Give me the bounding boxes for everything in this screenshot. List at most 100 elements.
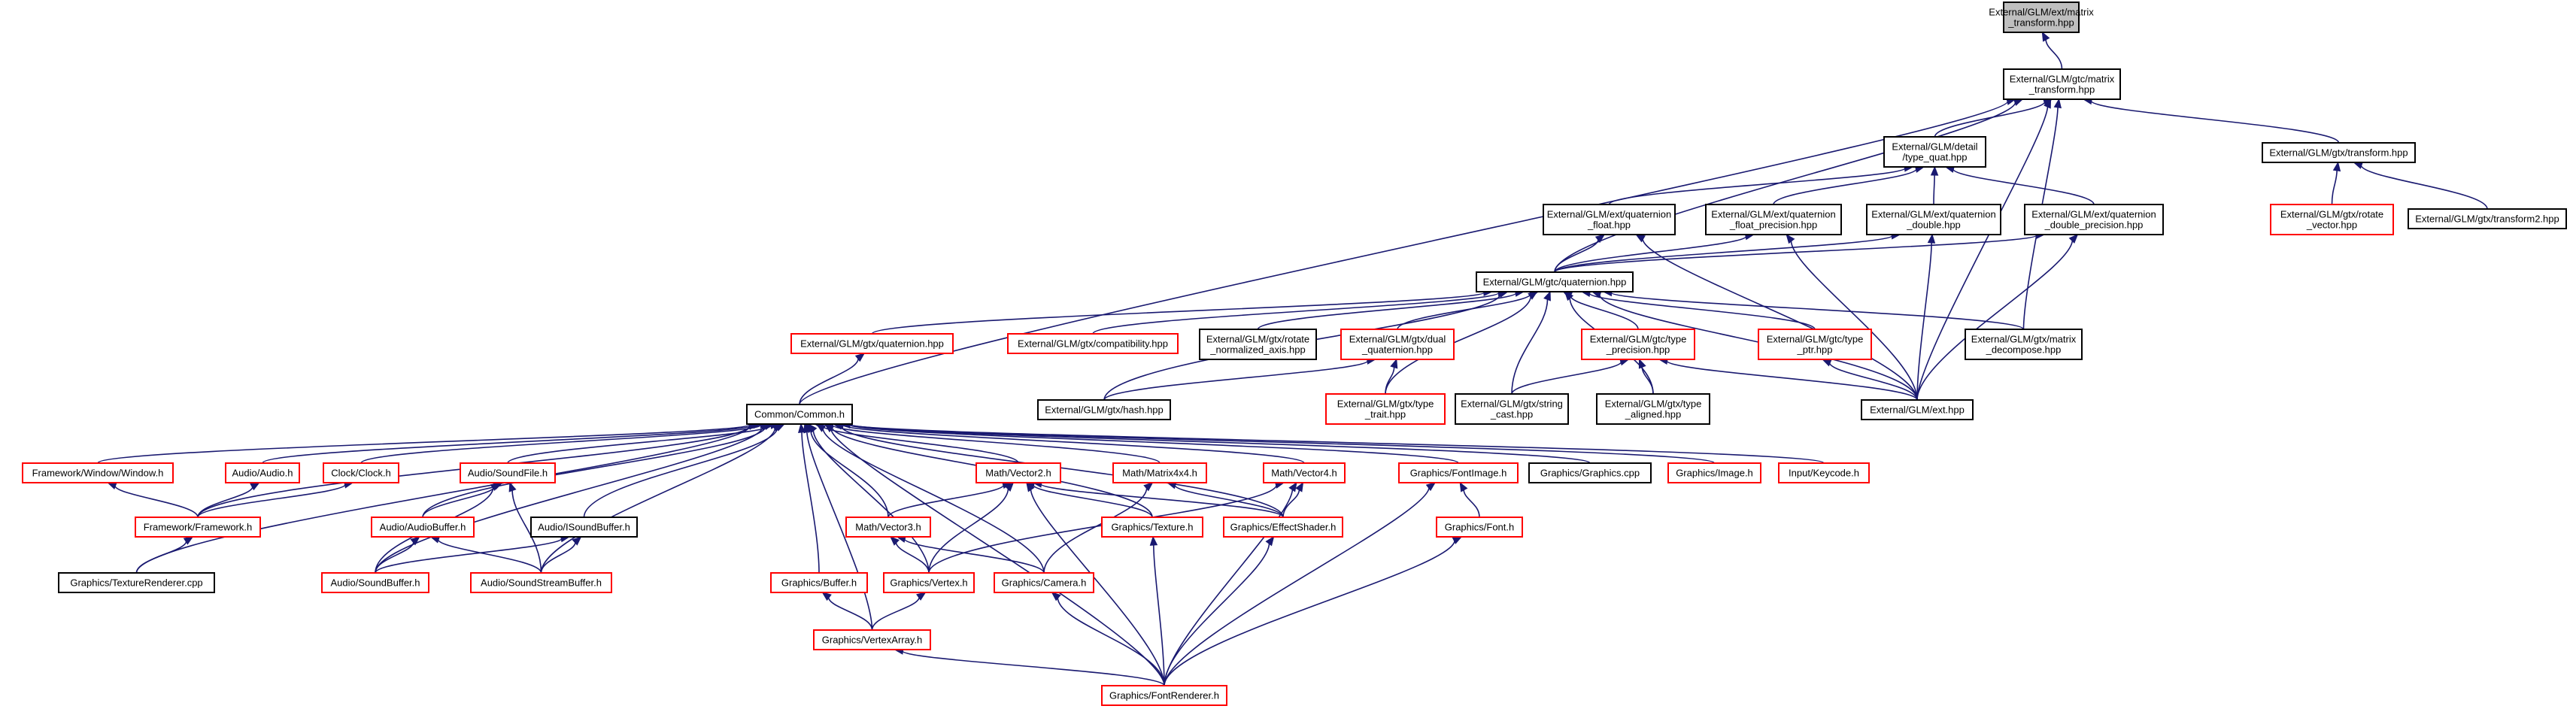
node-glm-gtc-matrix-transform[interactable]: External/GLM/gtc/matrix_transform.hpp xyxy=(2003,68,2121,100)
edge-line xyxy=(1164,540,1455,686)
node-box xyxy=(371,517,475,538)
edge-audio-soundstreambuffer-to-audio-soundfile xyxy=(508,481,542,574)
node-gfx-fontimage[interactable]: Graphics/FontImage.h xyxy=(1398,462,1519,483)
edge-line xyxy=(1385,295,1532,395)
node-label: Audio/SoundStreamBuffer.h xyxy=(481,577,602,589)
node-glm-detail-type-quat[interactable]: External/GLM/detail/type_quat.hpp xyxy=(1883,136,1986,168)
edge-line xyxy=(831,424,1161,464)
node-audio-soundstreambuffer[interactable]: Audio/SoundStreamBuffer.h xyxy=(470,572,612,593)
node-gfx-vertex[interactable]: Graphics/Vertex.h xyxy=(883,572,975,593)
edge-line xyxy=(1511,361,1622,395)
node-glm-gtx-transform[interactable]: External/GLM/gtx/transform.hpp xyxy=(2262,142,2416,163)
edge-arrowhead xyxy=(803,423,812,434)
node-label: External/GLM/gtx/rotate xyxy=(1206,334,1309,345)
node-label: _decompose.hpp xyxy=(1986,344,2062,356)
node-glm-gtx-dual-quaternion[interactable]: External/GLM/gtx/dual_quaternion.hpp xyxy=(1340,329,1455,360)
edge-arrowhead xyxy=(1594,234,1606,244)
node-gfx-fontrenderer[interactable]: Graphics/FontRenderer.h xyxy=(1101,685,1227,706)
node-math-matrix4x4[interactable]: Math/Matrix4x4.h xyxy=(1112,462,1207,483)
edge-line xyxy=(827,596,873,631)
node-gfx-buffer[interactable]: Graphics/Buffer.h xyxy=(770,572,868,593)
node-math-vector3[interactable]: Math/Vector3.h xyxy=(845,517,931,538)
node-glm-gtx-rotate-normalized-axis[interactable]: External/GLM/gtx/rotate_normalized_axis.… xyxy=(1199,329,1317,360)
node-audio-isoundbuffer[interactable]: Audio/ISoundBuffer.h xyxy=(530,517,638,538)
node-box xyxy=(460,462,556,483)
node-fw-window[interactable]: Framework/Window/Window.h xyxy=(22,462,174,483)
edge-line xyxy=(848,423,1459,464)
edge-line xyxy=(1554,101,2016,273)
edge-line xyxy=(1092,292,1500,335)
node-label: Math/Vector4.h xyxy=(1271,468,1337,479)
edge-gfx-fontrenderer-to-gfx-effectshader xyxy=(1164,535,1275,686)
node-box xyxy=(770,572,868,593)
node-glm-gtx-rotate-vector[interactable]: External/GLM/gtx/rotate_vector.hpp xyxy=(2270,204,2394,235)
node-gfx-texturerenderer[interactable]: Graphics/TextureRenderer.cpp xyxy=(58,572,215,593)
node-glm-gtx-transform2[interactable]: External/GLM/gtx/transform2.hpp xyxy=(2408,208,2567,229)
node-math-vector4[interactable]: Math/Vector4.h xyxy=(1263,462,1346,483)
node-glm-gtx-type-aligned[interactable]: External/GLM/gtx/type_aligned.hpp xyxy=(1596,393,1710,425)
edge-line xyxy=(840,425,1284,518)
node-audio-audiobuffer[interactable]: Audio/AudioBuffer.h xyxy=(371,517,475,538)
node-box xyxy=(1340,329,1455,360)
edge-line xyxy=(422,426,767,518)
node-gfx-image[interactable]: Graphics/Image.h xyxy=(1667,462,1761,483)
edge-line xyxy=(1463,489,1480,518)
node-glm-gtx-string-cast[interactable]: External/GLM/gtx/string_cast.hpp xyxy=(1455,393,1569,425)
node-common-h[interactable]: Common/Common.h xyxy=(746,404,853,425)
node-label: _transform.hpp xyxy=(2007,17,2074,29)
node-glm-gtx-matrix-decompose[interactable]: External/GLM/gtx/matrix_decompose.hpp xyxy=(1965,329,2083,360)
edge-arrowhead xyxy=(2068,234,2079,244)
node-math-vector2[interactable]: Math/Vector2.h xyxy=(975,462,1061,483)
edge-arrowhead xyxy=(508,481,517,492)
node-box xyxy=(1866,204,2001,235)
node-glm-gtx-hash[interactable]: External/GLM/gtx/hash.hpp xyxy=(1037,399,1171,420)
node-glm-gtc-quaternion[interactable]: External/GLM/gtc/quaternion.hpp xyxy=(1476,271,1634,292)
edge-arrowhead xyxy=(2053,98,2062,109)
node-glm-ext-quaternion-float[interactable]: External/GLM/ext/quaternion_float.hpp xyxy=(1543,204,1676,235)
node-label: Math/Vector2.h xyxy=(985,468,1051,479)
node-box xyxy=(225,462,300,483)
node-box xyxy=(1581,329,1695,360)
node-input-keycode[interactable]: Input/Keycode.h xyxy=(1778,462,1870,483)
edge-line xyxy=(1554,238,1599,273)
node-box xyxy=(746,404,853,425)
edge-glm-gtx-rotate-vector-to-glm-gtx-transform xyxy=(2331,161,2341,205)
node-audio-h[interactable]: Audio/Audio.h xyxy=(225,462,300,483)
node-gfx-vertexarray[interactable]: Graphics/VertexArray.h xyxy=(813,629,931,650)
edge-glm-ext-to-glm-ext-quaternion-double xyxy=(1916,233,1936,401)
node-glm-ext-quaternion-double[interactable]: External/GLM/ext/quaternion_double.hpp xyxy=(1866,204,2001,235)
node-glm-ext[interactable]: External/GLM/ext.hpp xyxy=(1861,399,1974,420)
edge-line xyxy=(583,427,778,518)
edge-arrowhead xyxy=(1564,291,1574,301)
node-label: External/GLM/gtx/matrix xyxy=(1971,334,2077,345)
node-label: Graphics/Texture.h xyxy=(1111,522,1193,533)
edge-glm-ext-to-glm-ext-quaternion-float-precision xyxy=(1786,233,1918,401)
node-gfx-effectshader[interactable]: Graphics/EffectShader.h xyxy=(1223,517,1343,538)
node-glm-gtx-type-trait[interactable]: External/GLM/gtx/type_trait.hpp xyxy=(1325,393,1446,425)
edge-line xyxy=(1588,292,1816,330)
node-glm-gtx-compatibility[interactable]: External/GLM/gtx/compatibility.hpp xyxy=(1007,333,1179,354)
node-glm-gtc-type-ptr[interactable]: External/GLM/gtc/type_ptr.hpp xyxy=(1758,329,1872,360)
node-gfx-graphics-cpp[interactable]: Graphics/Graphics.cpp xyxy=(1528,462,1652,483)
edge-arrowhead xyxy=(1459,481,1468,492)
node-gfx-texture[interactable]: Graphics/Texture.h xyxy=(1101,517,1203,538)
node-glm-ext-quaternion-double-precision[interactable]: External/GLM/ext/quaternion_double_preci… xyxy=(2024,204,2164,235)
node-glm-gtc-type-precision[interactable]: External/GLM/gtc/type_precision.hpp xyxy=(1581,329,1695,360)
node-gfx-camera[interactable]: Graphics/Camera.h xyxy=(994,572,1094,593)
node-fw-framework[interactable]: Framework/Framework.h xyxy=(135,517,261,538)
node-label: External/GLM/ext/matrix xyxy=(1989,7,2094,18)
node-box xyxy=(2024,204,2164,235)
node-audio-soundbuffer[interactable]: Audio/SoundBuffer.h xyxy=(321,572,429,593)
node-audio-soundfile[interactable]: Audio/SoundFile.h xyxy=(460,462,556,483)
edge-gfx-font-to-gfx-fontimage xyxy=(1459,481,1480,518)
node-glm-ext-quaternion-float-precision[interactable]: External/GLM/ext/quaternion_float_precis… xyxy=(1705,204,1842,235)
edge-line xyxy=(375,538,563,574)
edge-line xyxy=(375,426,763,574)
edge-glm-gtc-matrix-transform-to-glm-ext-matrix-transform xyxy=(2041,31,2063,70)
node-gfx-font[interactable]: Graphics/Font.h xyxy=(1436,517,1523,538)
edge-gfx-fontrenderer-to-gfx-fontimage xyxy=(1164,482,1437,686)
edge-arrowhead xyxy=(1265,535,1275,547)
node-clock-h[interactable]: Clock/Clock.h xyxy=(323,462,399,483)
node-glm-gtx-quaternion[interactable]: External/GLM/gtx/quaternion.hpp xyxy=(790,333,954,354)
edge-line xyxy=(1916,240,2074,401)
